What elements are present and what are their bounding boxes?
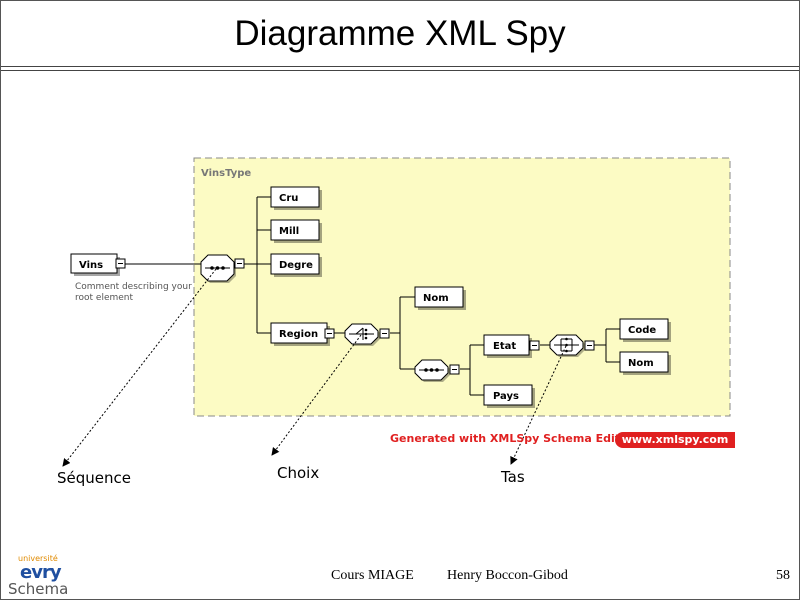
- svg-text:Mill: Mill: [279, 226, 299, 237]
- element-etat[interactable]: Etat: [483, 334, 540, 358]
- element-code[interactable]: Code: [619, 318, 671, 342]
- generated-banner: Generated with XMLSpy Schema Editor: [390, 432, 633, 445]
- choice-compositor[interactable]: [344, 323, 390, 346]
- svg-text:Nom: Nom: [423, 293, 449, 304]
- svg-text:Degre: Degre: [279, 260, 313, 271]
- all-arrow: [510, 345, 567, 465]
- svg-text:Cru: Cru: [279, 193, 298, 204]
- svg-text:Pays: Pays: [493, 391, 519, 402]
- sequence-annotation: Séquence: [57, 469, 131, 487]
- all-compositor[interactable]: [549, 334, 595, 357]
- element-nom-2[interactable]: Nom: [619, 351, 671, 375]
- university-logo: université evry Schema: [8, 554, 69, 598]
- element-cru[interactable]: Cru: [270, 186, 322, 210]
- footer-course: Cours MIAGE: [331, 568, 414, 583]
- all-annotation: Tas: [501, 468, 525, 486]
- xmlspy-url-badge[interactable]: www.xmlspy.com: [615, 432, 735, 448]
- nested-sequence-compositor[interactable]: [414, 359, 460, 382]
- root-comment-line1: Comment describing your: [75, 282, 192, 292]
- svg-text:Code: Code: [628, 325, 656, 336]
- footer-author: Henry Boccon-Gibod: [447, 568, 568, 583]
- choice-annotation: Choix: [277, 464, 320, 482]
- svg-text:Region: Region: [279, 329, 318, 340]
- svg-text:Nom: Nom: [628, 358, 654, 369]
- root-comment-line2: root element: [75, 293, 133, 303]
- footer-page-number: 58: [776, 568, 790, 583]
- svg-text:Etat: Etat: [493, 341, 516, 352]
- group-label: VinsType: [201, 168, 251, 179]
- svg-text:Vins: Vins: [79, 260, 103, 271]
- element-mill[interactable]: Mill: [270, 219, 322, 243]
- element-pays[interactable]: Pays: [483, 384, 535, 408]
- title-rule-top: [1, 66, 799, 67]
- element-region[interactable]: Region: [270, 322, 335, 346]
- element-nom-1[interactable]: Nom: [414, 286, 466, 310]
- sequence-arrow: [62, 268, 217, 467]
- connector-lines: [125, 196, 620, 396]
- slide-title: Diagramme XML Spy: [234, 14, 566, 53]
- choice-arrow: [271, 334, 362, 456]
- title-rule-bottom: [1, 70, 799, 71]
- element-degre[interactable]: Degre: [270, 253, 322, 277]
- element-vins[interactable]: Vins: [70, 253, 126, 276]
- sequence-compositor[interactable]: [200, 254, 245, 283]
